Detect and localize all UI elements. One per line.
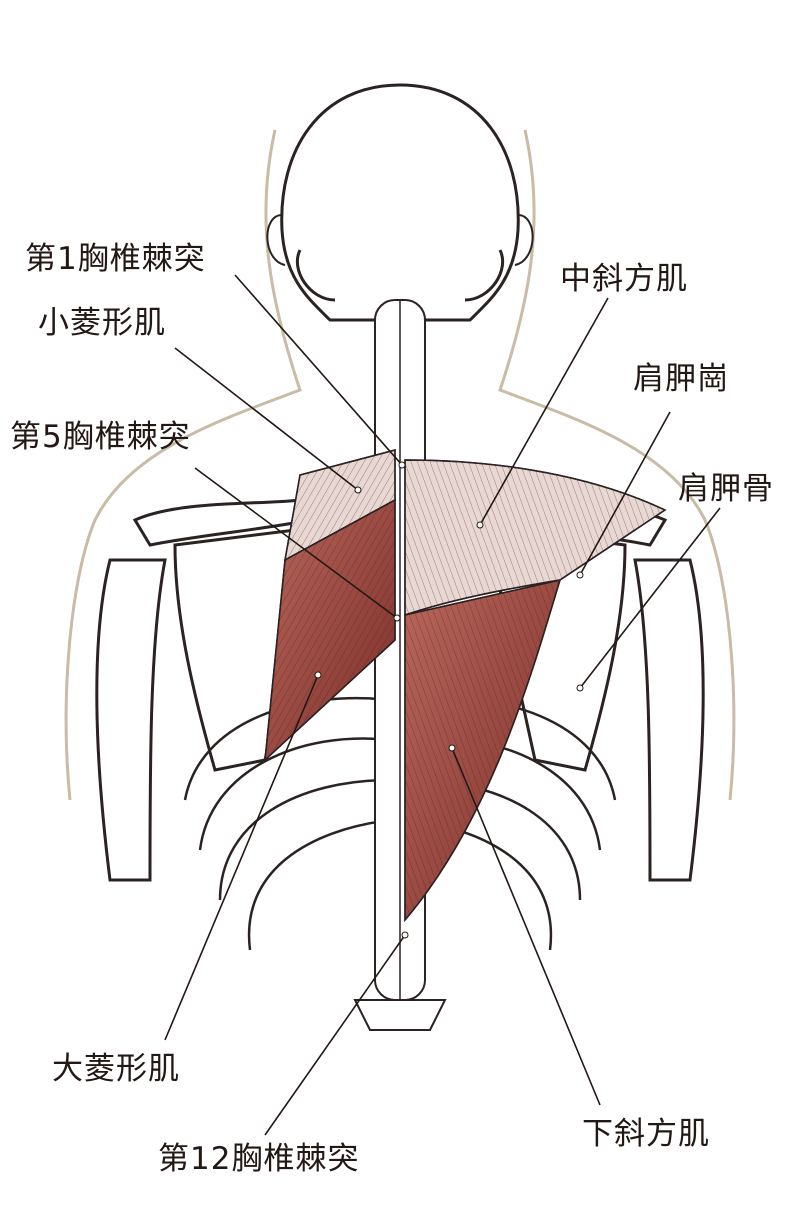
leader-lower-trapezius — [451, 747, 601, 1106]
leader-scapular-spine — [579, 411, 671, 576]
label-scapula: 肩胛骨 — [678, 471, 774, 507]
leader-t5-spinous — [194, 467, 398, 619]
label-t5-spinous: 第5胸椎棘突 — [10, 419, 191, 455]
rhomboid-major — [264, 498, 396, 762]
rhomboid-minor — [283, 449, 396, 562]
skull — [280, 83, 520, 322]
label-t1-spinous: 第1胸椎棘突 — [25, 241, 206, 277]
label-t12-spinous: 第12胸椎棘突 — [158, 1141, 360, 1177]
middle-trapezius — [404, 459, 667, 617]
leader-dots — [314, 461, 584, 939]
label-lower-trapezius: 下斜方肌 — [582, 1116, 710, 1152]
leader-lines — [164, 274, 721, 1136]
lower-trapezius — [404, 578, 562, 923]
label-rhomboid-minor: 小菱形肌 — [38, 305, 166, 341]
leader-rhomboid-minor — [174, 347, 359, 491]
shoulder-bones — [95, 498, 705, 882]
body-outline — [64, 129, 736, 801]
leader-t1-spinous — [234, 274, 403, 466]
leader-scapula — [579, 507, 721, 689]
label-middle-trapezius: 中斜方肌 — [560, 261, 688, 297]
leader-t12-spinous — [264, 934, 406, 1136]
ears — [266, 214, 534, 266]
label-rhomboid-major: 大菱形肌 — [52, 1051, 180, 1087]
leader-middle-trapezius — [479, 297, 609, 526]
leader-rhomboid-major — [164, 674, 319, 1041]
label-scapular-spine: 肩胛崗 — [633, 361, 729, 397]
